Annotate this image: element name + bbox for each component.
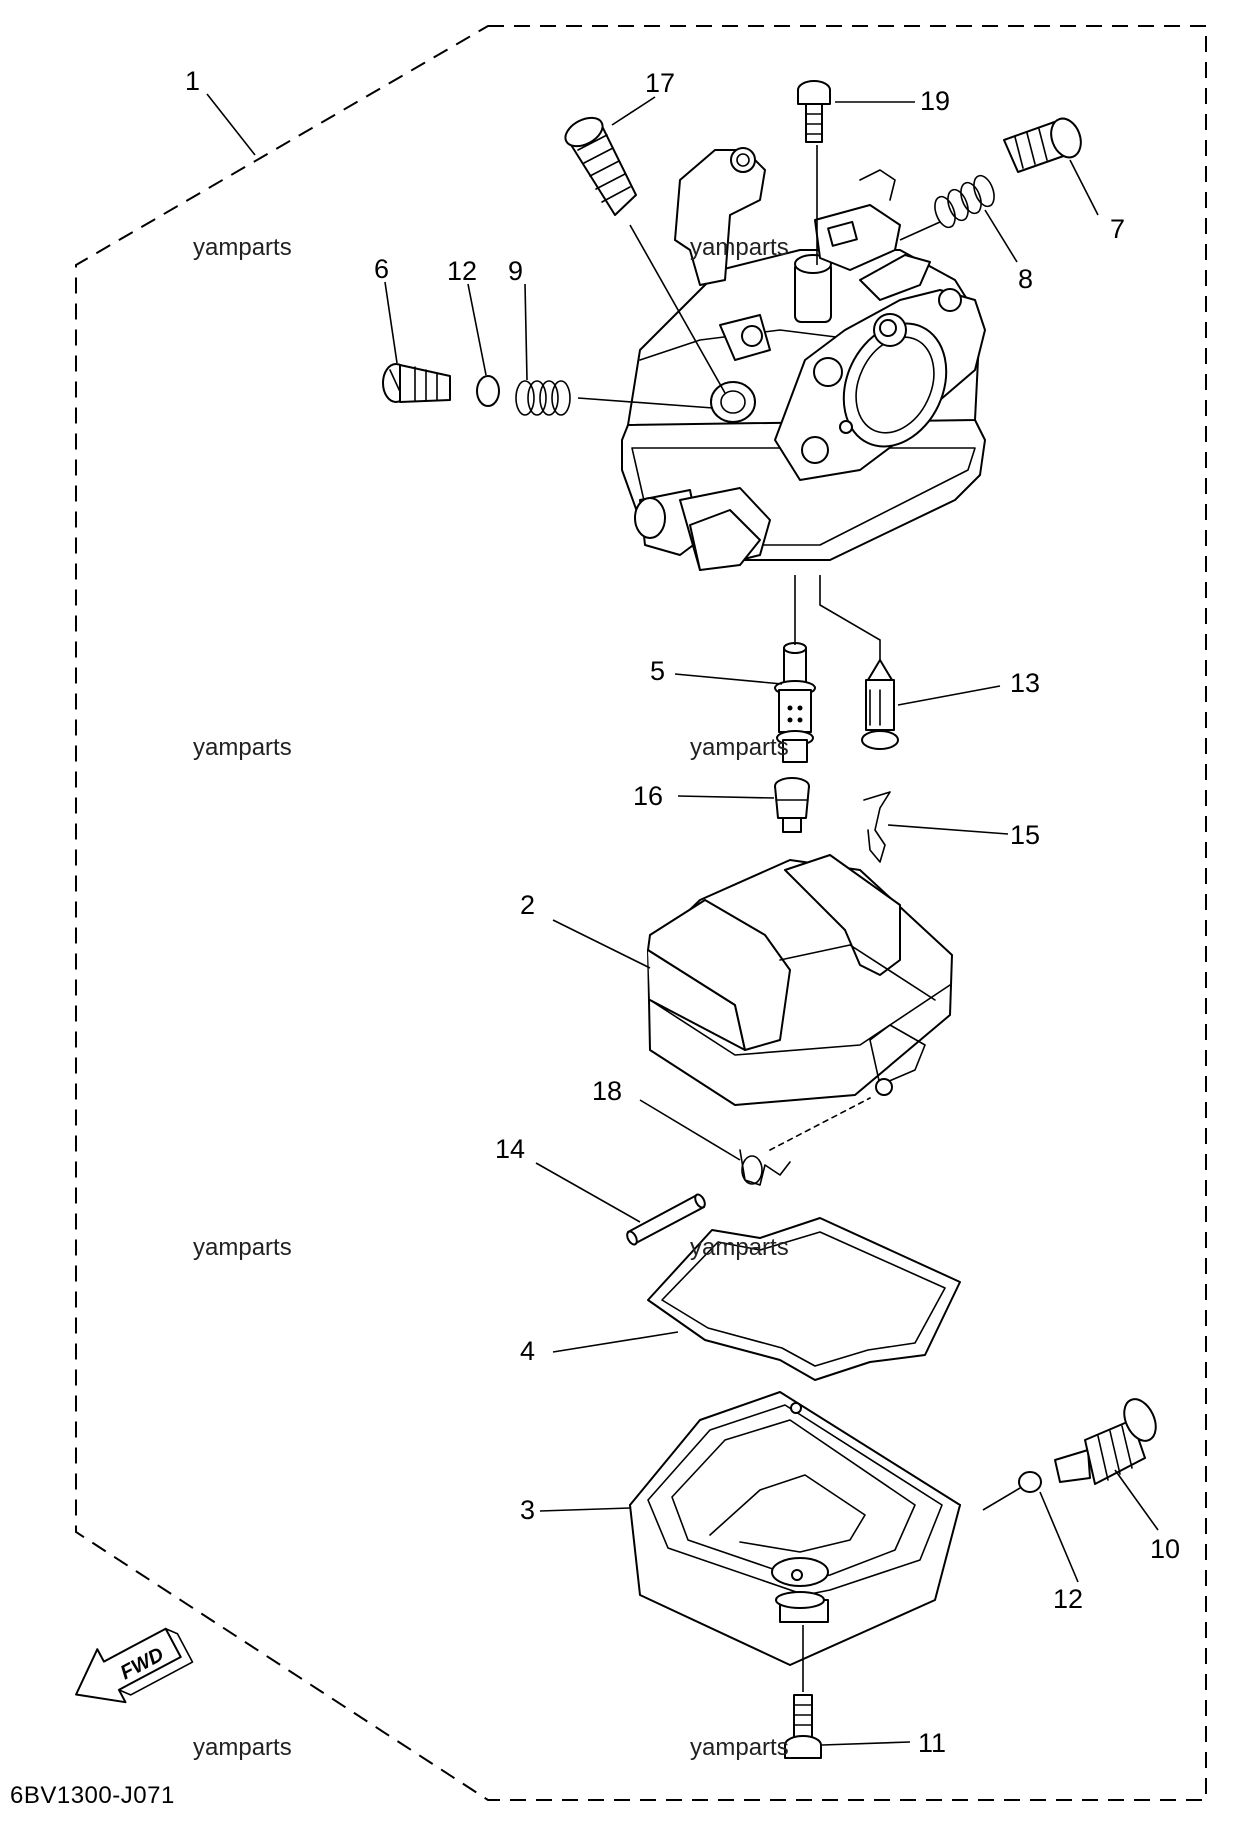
watermark: yamparts <box>690 1234 789 1261</box>
assembly-boundary <box>75 25 1207 1801</box>
callout-8: 8 <box>1018 264 1033 294</box>
drain-screw-10 <box>1054 1398 1157 1485</box>
callout-4: 4 <box>520 1336 535 1366</box>
float-chamber-3 <box>629 1391 961 1666</box>
callout-19: 19 <box>920 86 950 116</box>
main-nozzle-5 <box>774 642 816 763</box>
callout-14: 14 <box>495 1134 525 1164</box>
needle-valve-13 <box>861 659 899 750</box>
callout-13: 13 <box>1010 668 1040 698</box>
callout-10: 10 <box>1150 1534 1180 1564</box>
watermark: yamparts <box>193 1234 292 1261</box>
main-jet-16 <box>774 777 810 833</box>
callout-7: 7 <box>1110 214 1125 244</box>
callout-numbers: 1 2 3 4 5 6 7 8 9 10 11 12 12 13 14 15 1… <box>185 66 1180 1758</box>
watermark: yamparts <box>690 234 789 261</box>
callout-6: 6 <box>374 254 389 284</box>
callout-9: 9 <box>508 256 523 286</box>
o-ring-12-bottom <box>1018 1471 1042 1493</box>
float-pin-14 <box>626 1193 706 1246</box>
screw-19 <box>797 80 831 143</box>
screw-7 <box>1003 117 1082 173</box>
watermark: yamparts <box>193 234 292 261</box>
gasket-4 <box>647 1217 961 1381</box>
callout-12-top: 12 <box>447 256 477 286</box>
callout-18: 18 <box>592 1076 622 1106</box>
watermark: yamparts <box>690 734 789 761</box>
callout-12-bottom: 12 <box>1053 1584 1083 1614</box>
clip-15 <box>863 791 891 863</box>
pilot-screw-17 <box>564 116 637 216</box>
carburetor-body <box>621 147 986 571</box>
o-ring-12-top <box>476 375 500 407</box>
watermark: yamparts <box>690 1734 789 1761</box>
screw-6 <box>382 363 451 403</box>
spring-9 <box>515 380 571 416</box>
callout-15: 15 <box>1010 820 1040 850</box>
callout-17: 17 <box>645 68 675 98</box>
callout-2: 2 <box>520 890 535 920</box>
float-2 <box>647 854 953 1106</box>
float-hook-18 <box>739 1097 871 1186</box>
leader-lines <box>206 93 1159 1746</box>
screw-11 <box>784 1694 822 1759</box>
fwd-arrow-icon: FWD <box>75 1627 194 1704</box>
callout-11: 11 <box>918 1728 946 1758</box>
spring-8 <box>934 174 995 229</box>
watermark: yamparts <box>193 734 292 761</box>
callout-16: 16 <box>633 781 663 811</box>
watermark: yamparts <box>193 1734 292 1761</box>
drawing-code: 6BV1300-J071 <box>10 1782 175 1809</box>
callout-1: 1 <box>185 66 200 96</box>
callout-3: 3 <box>520 1495 535 1525</box>
watermarks: yamparts yamparts yamparts yamparts yamp… <box>193 234 789 1761</box>
callout-5: 5 <box>650 656 665 686</box>
